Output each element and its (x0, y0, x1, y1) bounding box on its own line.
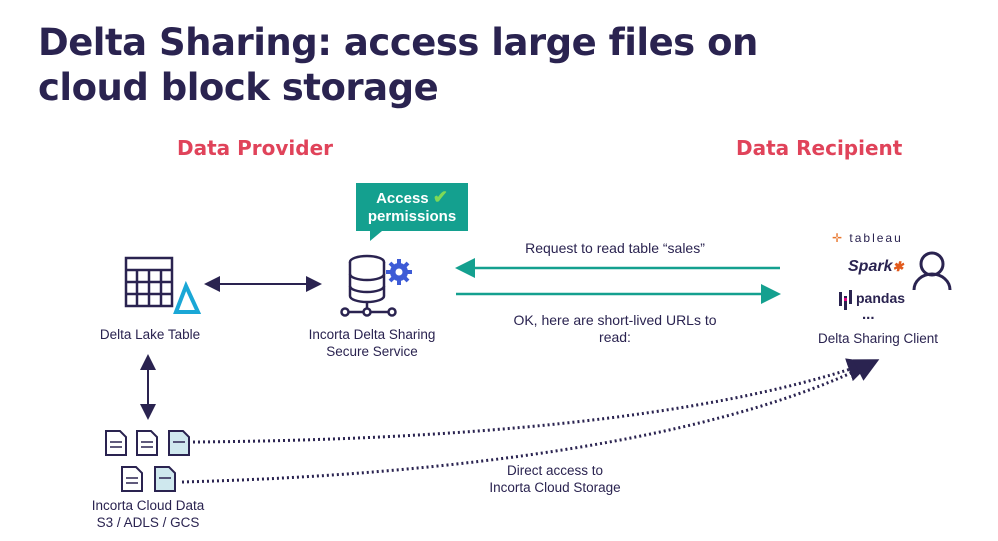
client-label: Delta Sharing Client (817, 331, 939, 346)
cloud-data-label: Incorta Cloud Data S3 / ADLS / GCS (91, 498, 205, 530)
page-title: Delta Sharing: access large files on clo… (38, 21, 758, 109)
access-permissions-bubble: Access ✔ permissions (356, 183, 468, 241)
file-icons (105, 430, 190, 492)
request-message: Request to read table “sales” (525, 240, 705, 256)
data-provider-heading: Data Provider (177, 136, 334, 160)
tableau-icon: ✛ (832, 231, 845, 245)
tableau-logo: ✛ tableau (832, 231, 903, 245)
checkmark-icon: ✔ (432, 187, 448, 207)
data-recipient-heading: Data Recipient (736, 136, 903, 160)
direct-access-curve-2 (181, 359, 880, 484)
direct-access-message: Direct access to Incorta Cloud Storage (489, 463, 621, 495)
delta-lake-table-label: Delta Lake Table (99, 327, 201, 342)
secure-service-label: Incorta Delta Sharing Secure Service (308, 327, 436, 359)
pandas-logo-icon (839, 290, 852, 310)
spark-star-icon: ✱ (892, 259, 904, 274)
pandas-logo: pandas (856, 290, 906, 306)
gear-icon (386, 259, 412, 285)
user-icon (912, 251, 952, 291)
spark-logo: Spark✱ (848, 258, 904, 275)
direct-access-curve-1 (192, 358, 872, 444)
table-icon (124, 256, 174, 308)
database-icon (340, 254, 397, 317)
response-message: OK, here are short-lived URLs to read: (513, 312, 717, 345)
delta-lake-icon (173, 280, 202, 314)
more-clients-ellipsis: ... (862, 306, 875, 323)
